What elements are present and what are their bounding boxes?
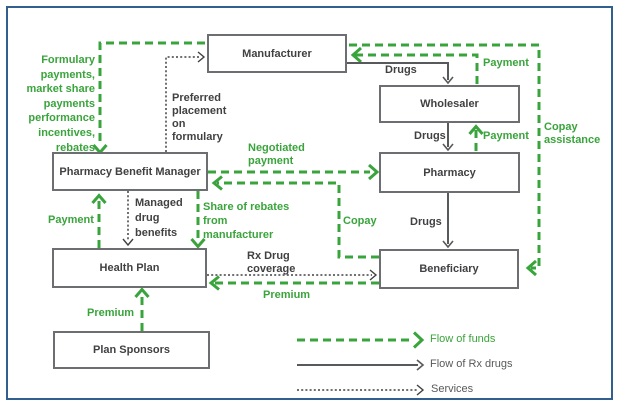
node-pharmacy-benefit-manager: Pharmacy Benefit Manager [52,152,208,191]
node-plan-sponsors: Plan Sponsors [53,331,210,369]
edge-funds-premium-beneficiary [208,275,379,291]
edge-funds-wholesaler-to-manufacturer [350,46,479,84]
edge-label-drugs-2: Drugs [414,130,446,142]
edge-drugs-pharmacy-to-beneficiary [442,193,454,249]
edge-services-preferred-placement [165,51,206,152]
legend-services-line [297,384,425,396]
node-health-plan: Health Plan [52,248,207,288]
node-manufacturer: Manufacturer [207,34,347,73]
edge-funds-copay-assistance [349,43,541,277]
edge-label-preferred-placement: Preferred placement on formulary [172,92,227,143]
edge-services-managed-drug-benefits [122,191,134,247]
edge-label-negotiated-payment: Negotiated payment [248,142,305,167]
edge-funds-share-of-rebates [190,191,206,249]
edge-funds-negotiated-payment [208,163,380,181]
legend-funds-line [297,331,425,349]
edge-label-payment-pharmacy: Payment [483,130,529,142]
edge-label-share-of-rebates: Share of rebates from manufacturer [203,201,290,241]
edge-label-premium-sponsors: Premium [87,307,135,319]
edge-label-rx-drug-coverage: Rx Drug coverage [247,250,296,275]
node-pharmacy: Pharmacy [379,152,520,193]
edge-label-copay-assistance: Copay assistance [544,121,601,146]
edge-drugs-manufacturer-to-wholesaler [347,62,454,85]
node-beneficiary: Beneficiary [379,249,519,289]
edge-label-managed-drug-benefits: Managed drug benefits [135,197,183,239]
edge-label-premium-beneficiary: Premium [263,289,311,301]
legend-label-flow-of-rx-drugs: Flow of Rx drugs [430,358,513,370]
edge-label-copay: Copay [343,215,377,227]
node-wholesaler: Wholesaler [379,85,520,123]
edge-drugs-wholesaler-to-pharmacy [442,123,454,152]
edge-funds-pharmacy-to-wholesaler [468,124,484,151]
legend-label-services: Services [431,383,474,395]
edge-funds-healthplan-to-pbm [91,193,107,248]
edge-funds-premium-sponsors [134,287,150,331]
edge-label-payment-wholesaler: Payment [483,57,529,69]
edge-label-drugs-3: Drugs [410,216,442,228]
edge-label-formulary-rebates: Formulary payments, market share payment… [26,54,96,154]
edge-label-drugs-1: Drugs [385,64,417,76]
legend-label-flow-of-funds: Flow of funds [430,333,496,345]
legend-rx-drugs-line [297,359,425,371]
edge-funds-copay [211,175,379,259]
edge-label-payment-healthplan: Payment [48,214,94,226]
edge-services-rx-drug-coverage [207,269,378,281]
